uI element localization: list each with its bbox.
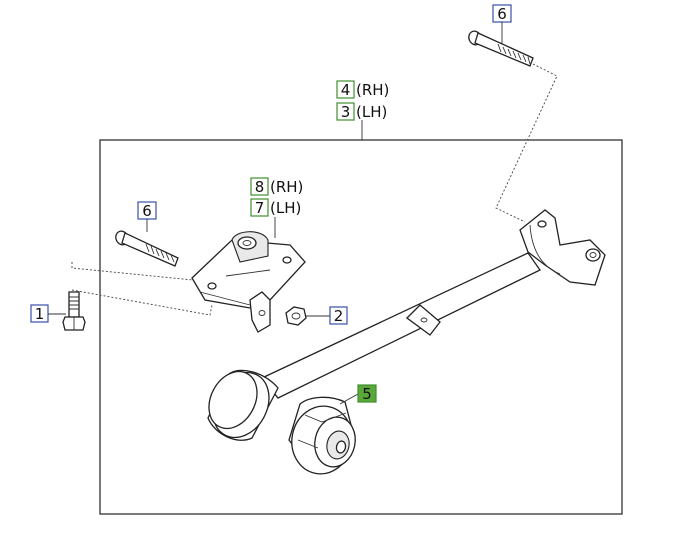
callout-3-number: 3 — [341, 103, 351, 121]
callout-7-suffix: (LH) — [270, 199, 301, 217]
callout-8-suffix: (RH) — [270, 178, 303, 196]
bolt-6-left — [115, 230, 179, 267]
callout-5[interactable]: 5 — [357, 384, 377, 403]
callout-4-suffix: (RH) — [356, 81, 389, 99]
callout-2-number: 2 — [334, 307, 344, 325]
callout-8-rh[interactable]: 8 (RH) — [250, 177, 303, 196]
callout-2[interactable]: 2 — [329, 306, 348, 325]
callout-6-left-number: 6 — [142, 202, 152, 220]
bolt-1 — [62, 291, 86, 331]
callout-7-number: 7 — [255, 199, 265, 217]
callout-1-number: 1 — [35, 305, 45, 323]
callout-3-suffix: (LH) — [356, 103, 387, 121]
callout-1[interactable]: 1 — [30, 304, 49, 323]
callout-7-lh[interactable]: 7 (LH) — [250, 198, 301, 217]
callout-5-number: 5 — [362, 385, 372, 403]
assembly-frame — [99, 139, 623, 515]
trailing-arm — [207, 209, 606, 441]
callout-4-rh[interactable]: 4 (RH) — [336, 80, 389, 99]
callout-6-top[interactable]: 6 — [492, 4, 512, 23]
bushing-5 — [288, 396, 356, 475]
bracket-7-8 — [191, 231, 306, 333]
callout-4-number: 4 — [341, 81, 351, 99]
bolt-6-top — [468, 30, 534, 67]
callout-6-top-number: 6 — [497, 5, 507, 23]
nut-2 — [285, 306, 307, 326]
callout-8-number: 8 — [255, 178, 265, 196]
callout-6-left[interactable]: 6 — [137, 201, 157, 220]
callout-3-lh[interactable]: 3 (LH) — [336, 102, 387, 121]
